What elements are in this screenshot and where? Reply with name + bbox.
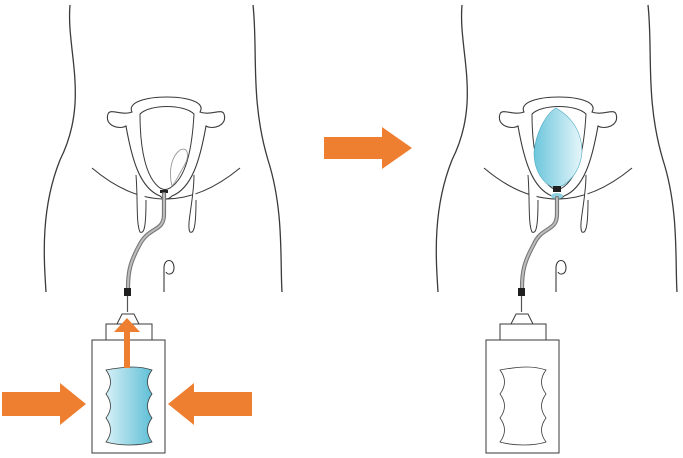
body-right-contour-2 <box>647 4 678 293</box>
reservoir-cap-2 <box>499 323 547 341</box>
small-hook-2 <box>555 259 567 292</box>
valve-marker-2 <box>553 186 561 192</box>
catheter-tube-2 <box>519 195 560 291</box>
arrow-up-icon <box>114 318 140 368</box>
body-left-contour-2 <box>435 4 468 293</box>
arrow-left-icon-right-squeeze <box>168 383 252 425</box>
panel-before <box>2 4 283 454</box>
catheter-tube-inner <box>127 193 165 289</box>
tube-connector <box>124 288 131 296</box>
pelvic-organ-2 <box>498 96 618 233</box>
pelvic-organ <box>106 96 226 233</box>
panel-after <box>435 4 678 454</box>
body-right-contour <box>252 4 283 293</box>
tube-connector-2 <box>518 288 525 296</box>
reservoir-outline-empty <box>499 366 547 446</box>
organ-inner <box>139 106 195 190</box>
right-leg-line-2 <box>580 174 589 233</box>
left-leg-line <box>135 174 147 233</box>
arrow-right-icon <box>324 127 412 169</box>
catheter-tube-inner-2 <box>521 197 558 289</box>
deflated-balloon <box>169 148 188 187</box>
left-leg-line-2 <box>527 174 539 233</box>
right-leg-line <box>188 174 197 233</box>
reservoir-nozzle-2 <box>510 313 534 325</box>
arrow-right-icon-left-squeeze <box>2 383 86 425</box>
small-hook <box>163 259 175 292</box>
reservoir-fluid <box>105 366 153 446</box>
valve-marker <box>160 190 168 193</box>
reservoir-empty <box>485 313 560 454</box>
body-left-contour <box>43 4 76 293</box>
